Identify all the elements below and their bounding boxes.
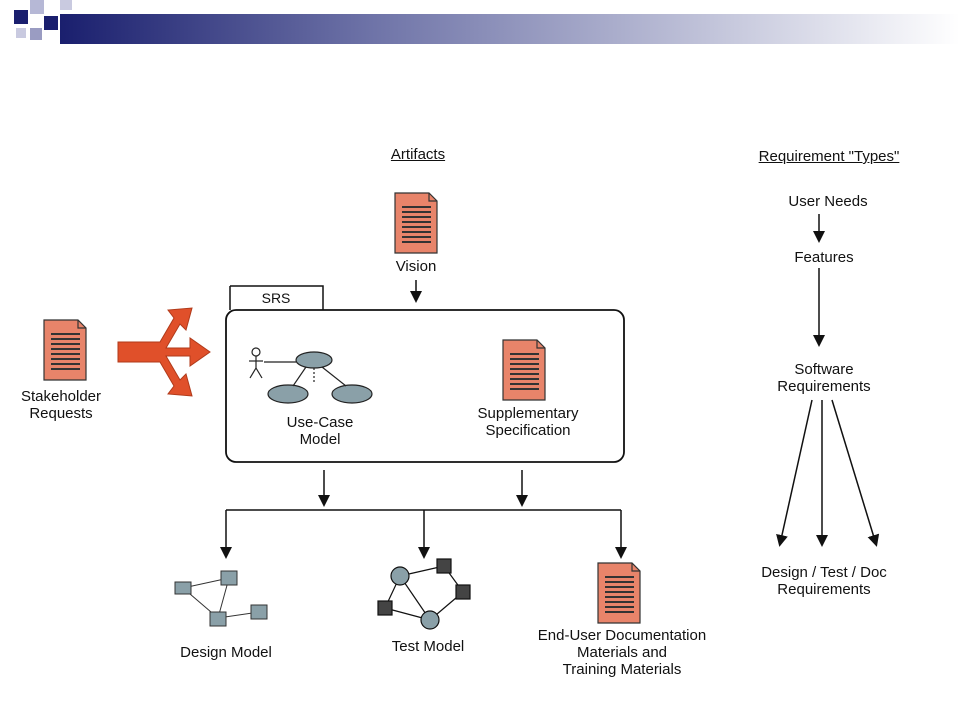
- srs-output-connectors: [220, 470, 627, 559]
- test-model-icon: [377, 558, 471, 630]
- requirement-types-heading: Requirement "Types": [758, 148, 900, 165]
- use-case-model-label: Use-Case Model: [286, 414, 354, 448]
- supplementary-document-icon: [502, 339, 546, 401]
- vision-document-icon: [394, 192, 438, 254]
- user-needs-label: User Needs: [788, 193, 868, 210]
- use-case-model-icon: [249, 347, 373, 404]
- stakeholder-document-icon: [43, 319, 87, 381]
- requirement-type-arrows: [776, 214, 880, 547]
- stakeholder-requests-label: Stakeholder Requests: [20, 388, 102, 422]
- design-model-icon: [174, 570, 268, 627]
- test-model-label: Test Model: [391, 638, 465, 655]
- vision-label: Vision: [395, 258, 437, 275]
- stakeholder-flow-arrow-icon: [117, 307, 211, 397]
- features-label: Features: [794, 249, 854, 266]
- design-test-doc-requirements-label: Design / Test / Doc Requirements: [761, 564, 887, 598]
- srs-tab-label: SRS: [261, 290, 291, 306]
- software-requirements-label: Software Requirements: [777, 361, 871, 395]
- slide-header-decoration: [14, 0, 960, 44]
- end-user-documentation-label: End-User Documentation Materials and Tra…: [537, 627, 707, 678]
- end-user-document-icon: [597, 562, 641, 624]
- supplementary-specification-label: Supplementary Specification: [477, 405, 579, 439]
- design-model-label: Design Model: [180, 644, 272, 661]
- artifacts-heading: Artifacts: [390, 146, 446, 163]
- srs-box: [225, 285, 625, 463]
